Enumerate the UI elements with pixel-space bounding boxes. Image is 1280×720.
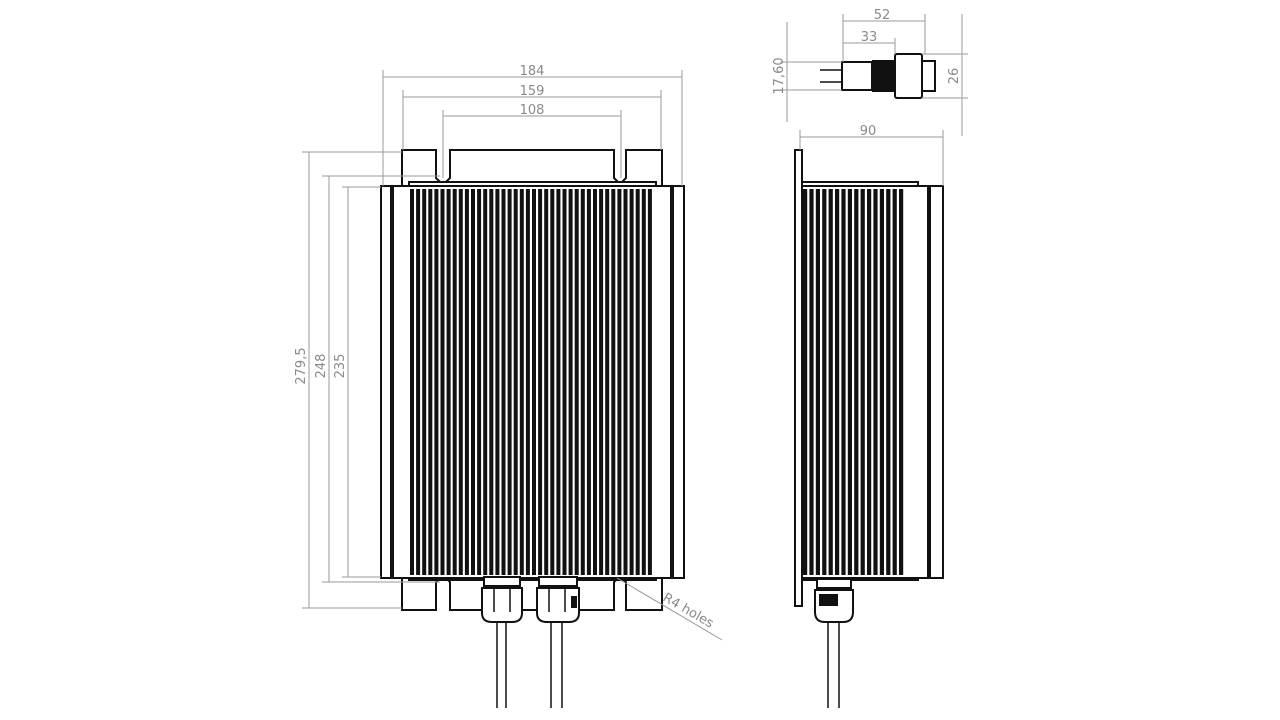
cable-gland-left [481,576,523,708]
dim-lamp-body-length: 33 [861,30,878,45]
heatsink-fin [828,189,833,575]
dim-lamp-nut-diameter: 26 [947,68,962,85]
heatsink-fin [416,189,421,575]
heatsink-fin [513,189,518,575]
heatsink-fin [458,189,463,575]
heatsink-fin [452,189,457,575]
heatsink-fin [428,189,433,575]
width-dimensions: 184 159 108 [382,64,683,186]
height-dimensions: 279,5 248 235 [294,151,440,609]
heatsink-fin [446,189,451,575]
heatsink-fin [556,189,561,575]
bottom-mounting-flange [401,577,663,611]
heatsink-fin [422,189,427,575]
heatsink-fin [525,189,530,575]
heatsink-fin [867,189,872,575]
heatsink-fin [532,189,536,575]
front-view: 184 159 108 279,5 248 235 R4 holes [294,64,723,708]
heatsink-fin [464,189,469,575]
heatsink-fin [538,189,543,575]
dim-height-overall: 279,5 [294,347,309,384]
heatsink-fin [605,189,610,575]
lamp-body [841,61,873,91]
heatsink-fin [835,189,840,575]
heatsink-fin [410,189,414,575]
heatsink-fin [477,189,482,575]
note-r4-holes: R4 holes [660,590,716,631]
lamp-thread [872,60,895,92]
heatsink-fin [815,189,820,575]
dim-lamp-body-diameter: 17,60 [772,57,787,94]
front-fins [410,189,652,575]
heatsink-fin [809,189,814,575]
heatsink-fin [550,189,555,575]
mounting-plate [794,149,803,607]
heatsink-fin [641,189,646,575]
heatsink-fin [471,189,475,575]
right-edge-stripe [670,187,674,577]
dim-width-overall: 184 [520,64,545,79]
dim-width-holes: 159 [520,84,545,99]
heatsink-fin [617,189,622,575]
top-mounting-flange [401,149,663,187]
heatsink-fin [574,189,579,575]
lamp-cap [921,60,936,92]
heatsink-fin [580,189,585,575]
heatsink-fin [501,189,506,575]
heatsink-fin [803,189,808,575]
heatsink-fin [434,189,439,575]
heatsink-fin [873,189,878,575]
heatsink-fin [879,189,884,575]
dim-depth: 90 [860,124,877,139]
heatsink-fin [623,189,628,575]
heatsink-fin [483,189,488,575]
heatsink-fin [822,189,827,575]
side-view: 90 [794,124,944,708]
heatsink-fin [635,189,640,575]
left-edge-stripe [390,187,394,577]
heatsink-fin [629,189,634,575]
heatsink-fin [586,189,591,575]
heatsink-fin [847,189,852,575]
heatsink-fin [892,189,897,575]
heatsink-fin [489,189,494,575]
heatsink-fin [519,189,524,575]
heatsink-fin [841,189,846,575]
dim-lamp-length: 52 [874,8,891,23]
heatsink-fin [886,189,891,575]
dim-height-body: 235 [333,354,348,379]
heatsink-fin [440,189,445,575]
heatsink-fin [611,189,616,575]
indicator-lamp-detail: 52 33 17,60 26 [772,8,968,136]
lamp-nut [894,53,923,99]
heatsink-fin [568,189,573,575]
heatsink-fin [854,189,859,575]
side-cable-gland [814,578,854,708]
side-fins [803,189,904,575]
heatsink-fin [599,189,604,575]
cable-gland-right [536,576,580,708]
heatsink-fin [593,189,597,575]
heatsink-fin [860,189,865,575]
heatsink-fin [507,189,512,575]
heatsink-fin [899,189,904,575]
dim-height-holes: 248 [314,354,329,379]
dim-width-inner: 108 [520,103,545,118]
heatsink-fin [647,189,652,575]
heatsink-fin [495,189,500,575]
heatsink-fin [562,189,567,575]
heatsink-fin [544,189,549,575]
